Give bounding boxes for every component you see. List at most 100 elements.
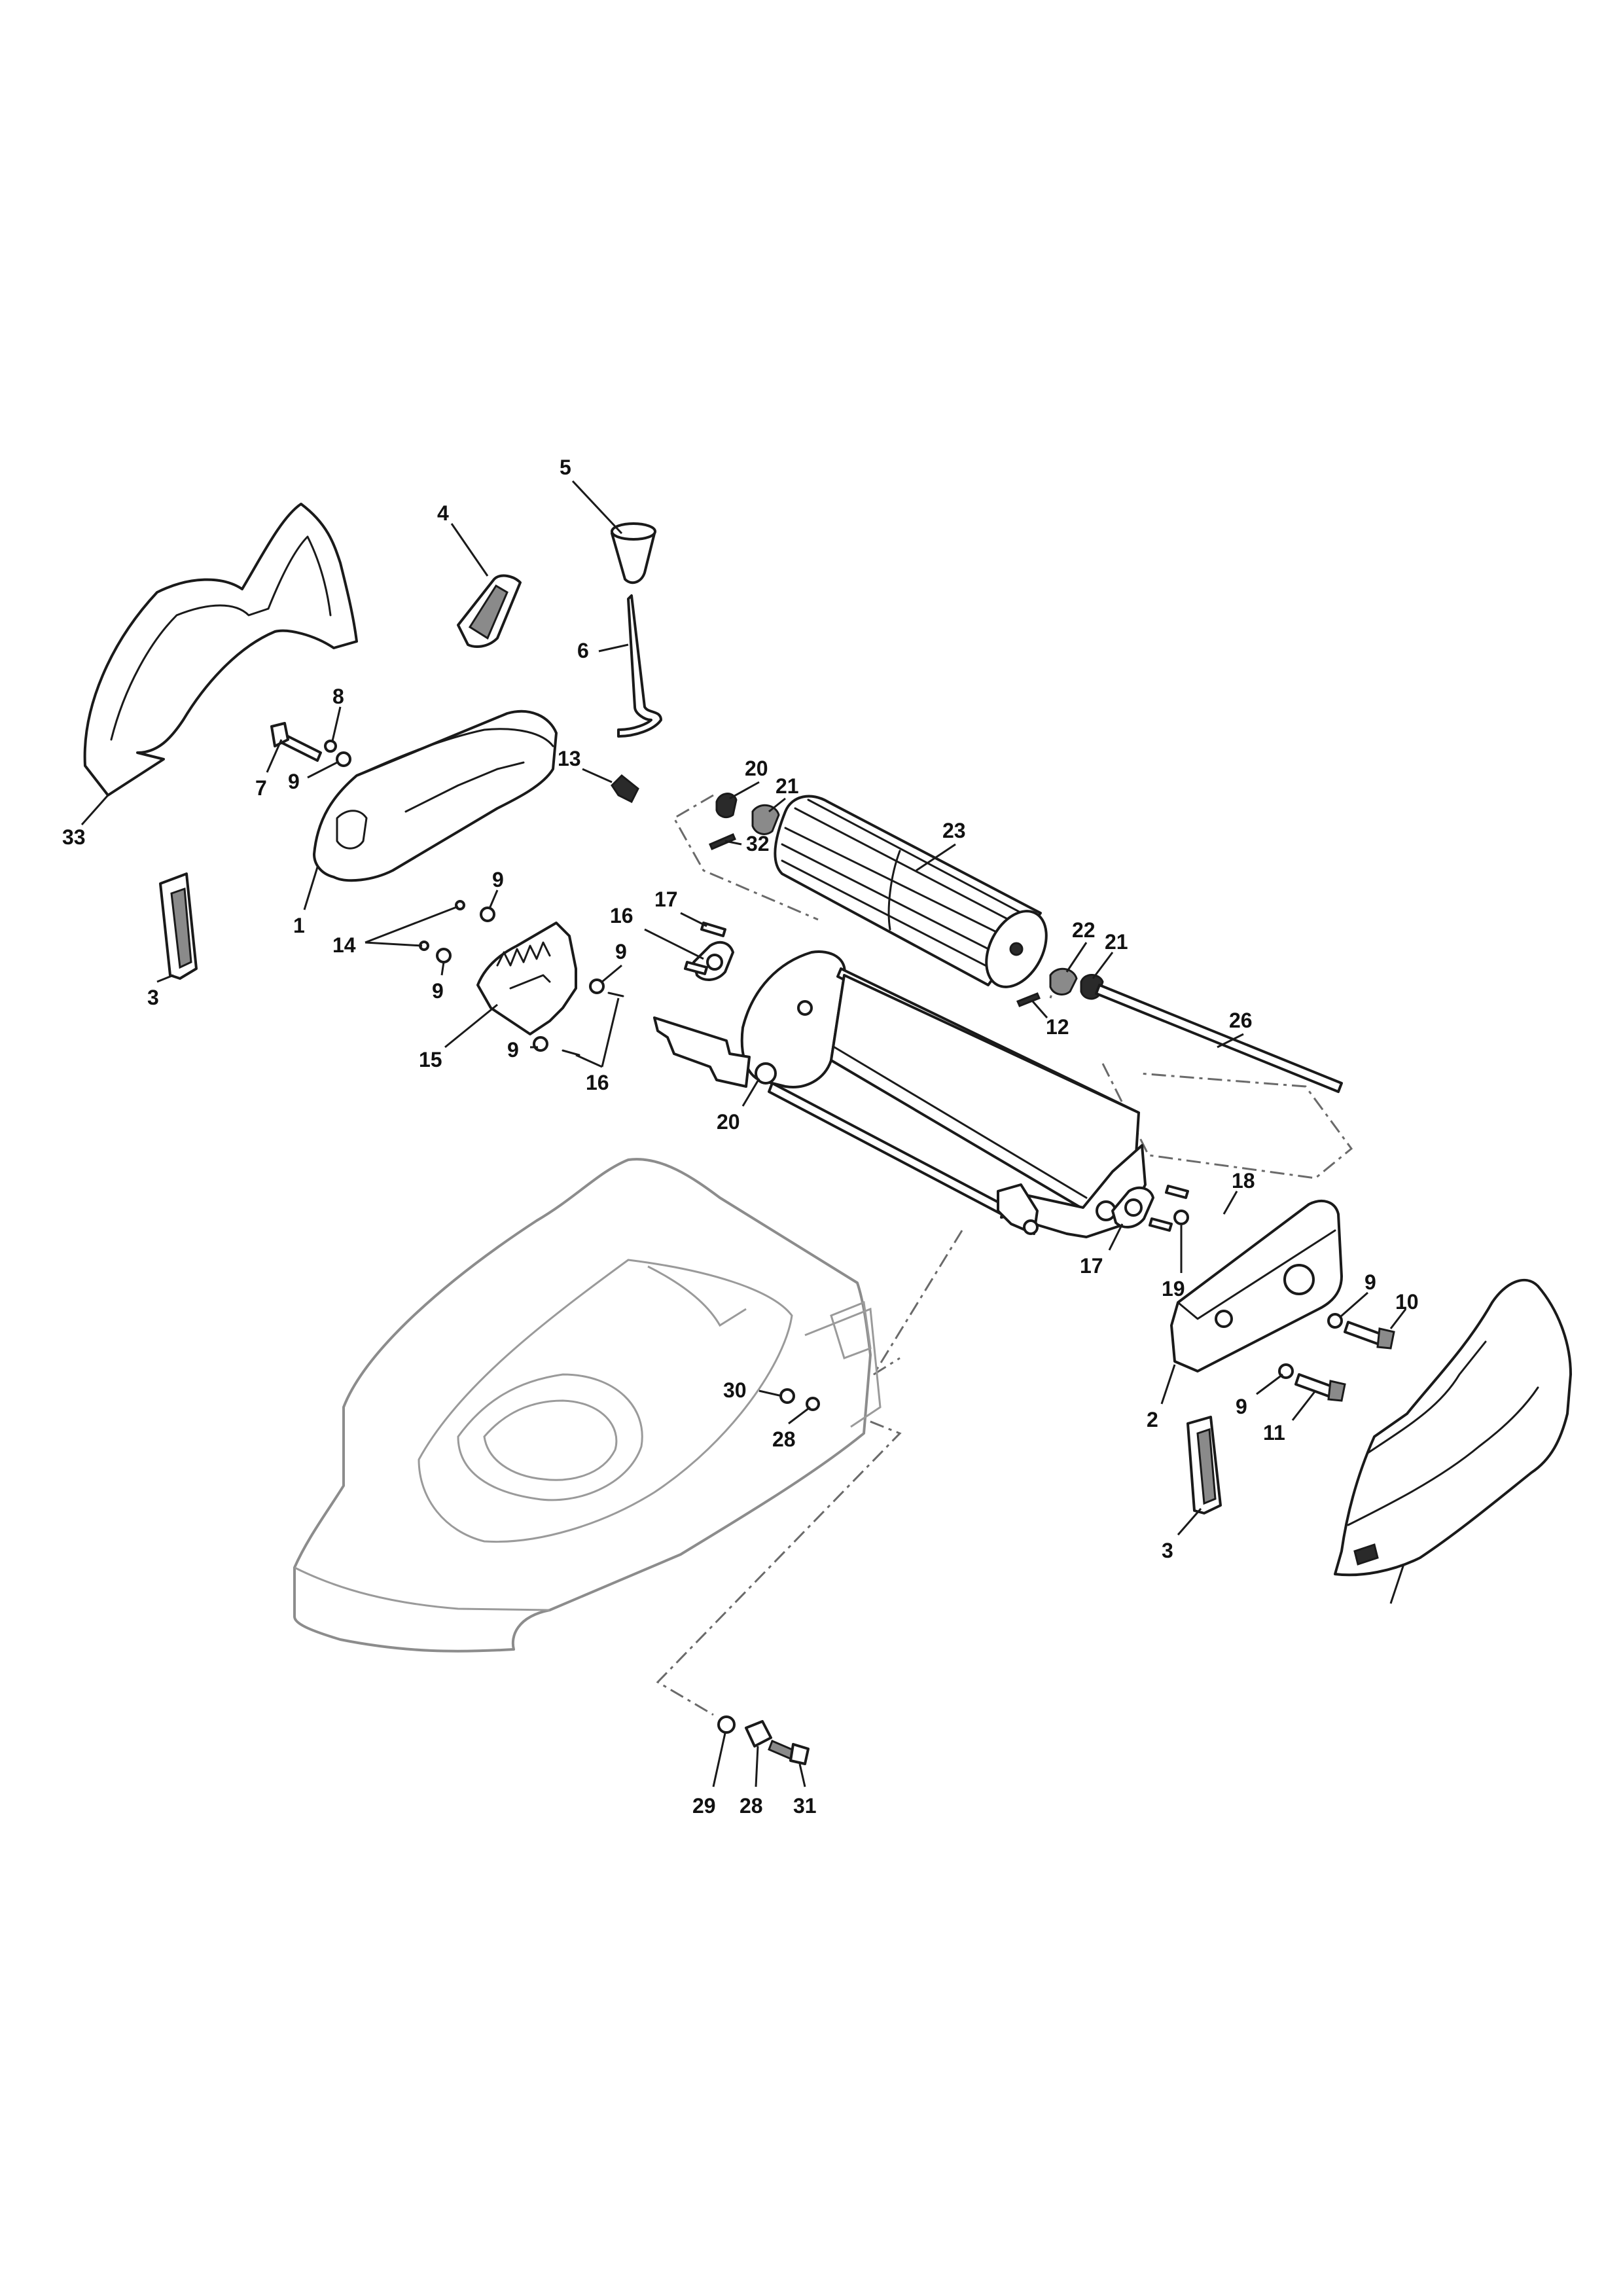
leader-31 [724,840,742,846]
leader-13b [365,941,423,947]
frame-trough-edge [833,1046,1088,1199]
leader-32 [80,795,109,825]
spring-shape [611,774,639,804]
washer-9d [533,1036,548,1052]
roller-flute-3 [794,807,1029,931]
guide-axle [1101,1063,1353,1179]
guide-deck-bracket [872,1230,963,1376]
left-deflector-ridge [110,604,270,741]
roller-right-bearings [1049,968,1104,1000]
callout-2: 2 [1147,1408,1158,1431]
axle-23 [1095,984,1343,1093]
washer-9-housing [336,751,351,767]
roller [774,795,1048,988]
spacer-26 [745,1720,772,1748]
left-deflector-body [83,503,358,797]
flange-16-left [692,941,734,981]
bearing-21-left [751,804,780,835]
screw-17-left-b [684,961,708,975]
callout-labels: 1 2 3 3 4 5 6 7 8 9 9 9 9 9 9 9 10 10 11… [62,456,1419,1818]
callout-9-right-b: 9 [1236,1395,1247,1418]
leader-11 [1031,1001,1048,1018]
callout-22: 23 [942,819,966,842]
callout-1: 1 [293,914,305,937]
deck-inner-recess [457,1373,643,1501]
screw-17-right-b [1149,1217,1173,1232]
deck-rim [294,1566,550,1611]
callout-29: 30 [723,1378,747,1402]
leader-15a [601,997,620,1067]
leader-20-left [729,781,760,800]
left-housing-channel [404,761,525,813]
leader-23 [1217,1033,1244,1049]
flange-16-left-hole [706,954,723,971]
washer-29 [779,1388,795,1404]
mower-deck [293,1158,882,1653]
callout-23: 26 [1229,1009,1253,1032]
frame-left-arm [653,1016,751,1088]
right-deflector [1334,1278,1572,1577]
leader-12 [582,768,613,783]
leader-21-left [768,797,786,813]
deck-body [293,1158,872,1653]
callout-26: 28 [740,1794,763,1818]
right-deflector-inner [1347,1386,1539,1526]
leader-9c [601,964,622,983]
right-deflector-ridge [1366,1340,1487,1454]
right-housing [1170,1200,1343,1372]
leader-21-right [1065,942,1088,973]
washer-9-right-a [1327,1313,1343,1329]
callout-5: 5 [560,456,571,479]
leader-10-lower [1291,1390,1317,1421]
leader-9-right-b [1256,1373,1283,1395]
left-housing-rim [355,728,554,777]
height-plate-notches [496,941,551,967]
callout-28-bottom: 29 [692,1794,716,1818]
knob [611,522,656,584]
bottom-fasteners [717,1715,810,1765]
left-deflector [83,503,358,797]
washer-28-bottom [717,1715,736,1734]
leader-9-right-a [1340,1291,1368,1318]
leader-20-right [1092,952,1114,979]
roller-body [774,795,1042,986]
callout-4: 4 [437,501,449,525]
leader-30 [798,1763,806,1787]
roller-end-hub [1009,942,1024,956]
frame-trough [830,974,1140,1212]
flange-16-right-hole [1124,1198,1143,1217]
guide-roller-left [672,794,819,921]
right-housing-edge [1177,1229,1336,1320]
washer-9c [589,978,605,994]
callout-10-upper: 10 [1395,1290,1419,1314]
bolt-10-upper-head [1376,1327,1395,1350]
pin-11 [1016,992,1041,1007]
frame-left-hole-2 [797,1000,813,1016]
clip [457,574,522,648]
wheel-clip-lower-face [1196,1427,1217,1505]
right-deflector-body [1334,1278,1572,1577]
callout-16-right: 17 [1080,1254,1103,1278]
washer-9b [436,948,452,963]
leader-28-bottom [712,1732,726,1787]
callout-32: 33 [62,825,86,849]
leader-28-deck [788,1406,811,1425]
callout-9c: 9 [615,940,627,963]
right-deflector-tab [1353,1543,1379,1566]
leader-13a [365,905,459,944]
pin-31 [709,833,736,850]
frame-left-hole [755,1062,777,1085]
washer-8 [324,740,337,753]
callout-9d: 9 [507,1038,519,1062]
callout-9b: 9 [432,979,444,1003]
nut-20-left [715,793,738,818]
screw-17-right-a [1165,1185,1189,1199]
callout-20-right: 21 [1105,930,1128,954]
leader-3-upper [156,974,174,983]
wheel-clip-upper [159,872,198,980]
callout-13: 14 [332,933,356,957]
leader-4 [450,523,489,577]
bolt-7-head [270,722,289,747]
callout-18: 19 [1162,1277,1185,1300]
